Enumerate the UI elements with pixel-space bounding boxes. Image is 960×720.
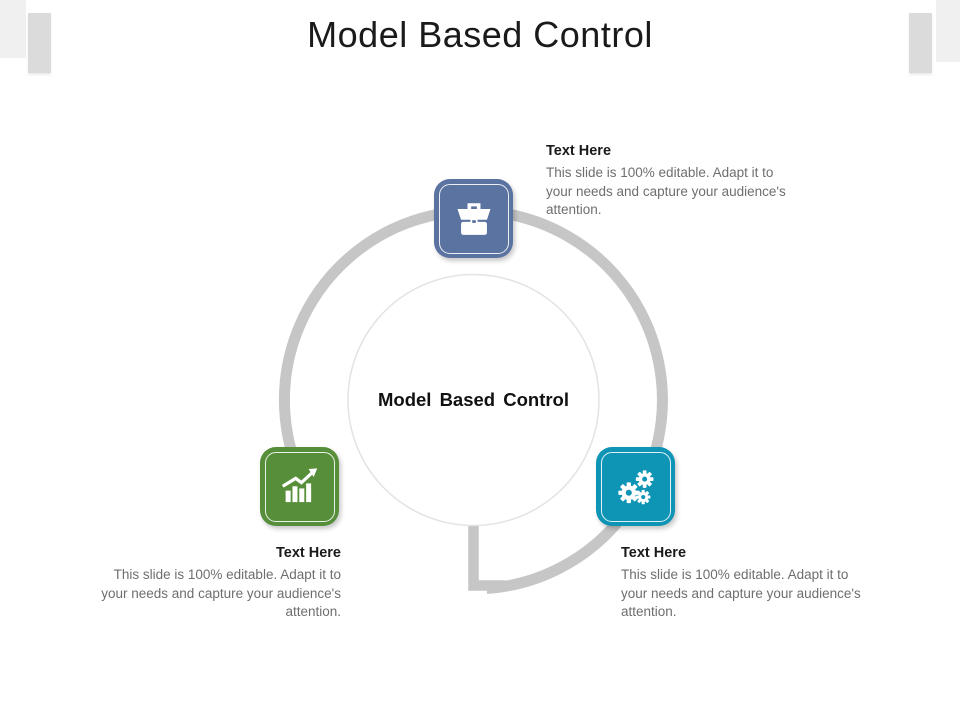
caption-body: This slide is 100% editable. Adapt it to… (546, 165, 786, 217)
frame-corner-right (936, 0, 960, 62)
caption-heading: Text Here (546, 143, 612, 159)
caption-bottom-left: Text Here This slide is 100% editable. A… (101, 545, 341, 622)
bar-chart-icon (281, 467, 317, 502)
gears-icon (617, 469, 653, 504)
caption-top: Text Here This slide is 100% editable. A… (546, 143, 786, 220)
ring-stem (468, 523, 505, 591)
frame-corner-left (0, 0, 26, 58)
badge-bar-chart (260, 447, 339, 526)
caption-heading: Text Here (275, 545, 341, 561)
caption-heading: Text Here (621, 545, 687, 561)
frame-accent-left (28, 13, 51, 73)
caption-body: This slide is 100% editable. Adapt it to… (621, 567, 861, 619)
frame-accent-right (909, 13, 932, 73)
caption-bottom-right: Text Here This slide is 100% editable. A… (621, 545, 861, 622)
badge-gears (596, 447, 675, 526)
center-label: Model Based Control (377, 389, 569, 410)
badge-briefcase (434, 179, 513, 258)
caption-body: This slide is 100% editable. Adapt it to… (101, 567, 341, 619)
briefcase-icon (456, 202, 491, 235)
slide-title: Model Based Control (307, 14, 653, 55)
